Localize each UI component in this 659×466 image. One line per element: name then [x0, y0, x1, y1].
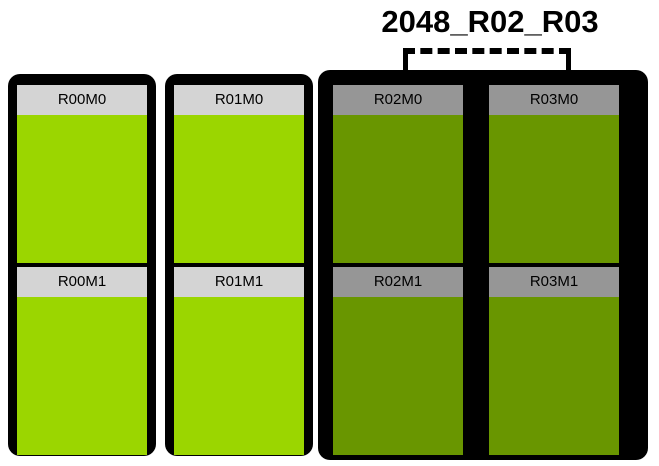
group-bracket-span [403, 48, 571, 54]
module-header-r02m0[interactable]: R02M0 [333, 85, 463, 115]
module-header-r01m0[interactable]: R01M0 [174, 85, 304, 115]
rack-group-frame-r02-r03[interactable]: R02M0 R02M1 R03M0 R03M1 [318, 70, 648, 460]
module-divider-r02 [333, 263, 463, 267]
group-title: 2048_R02_R03 [381, 4, 599, 39]
module-body-r03m0[interactable] [489, 115, 619, 263]
module-header-r01m1[interactable]: R01M1 [174, 267, 304, 297]
rack-r03[interactable]: R03M0 R03M1 [489, 85, 619, 455]
module-divider-r00 [17, 263, 147, 267]
rack-r01[interactable]: R01M0 R01M1 [174, 85, 304, 455]
module-body-r01m1[interactable] [174, 297, 304, 455]
module-body-r01m0[interactable] [174, 115, 304, 263]
rack-frame-r00[interactable]: R00M0 R00M1 [8, 74, 156, 456]
rack-r00[interactable]: R00M0 R00M1 [17, 85, 147, 455]
module-body-r02m1[interactable] [333, 297, 463, 455]
rack-r02[interactable]: R02M0 R02M1 [333, 85, 463, 455]
module-body-r02m0[interactable] [333, 115, 463, 263]
module-header-r03m1[interactable]: R03M1 [489, 267, 619, 297]
module-divider-r03 [489, 263, 619, 267]
module-header-r00m0[interactable]: R00M0 [17, 85, 147, 115]
group-bracket-leg-left [403, 48, 408, 70]
group-bracket-leg-right [566, 48, 571, 70]
rack-frame-r01[interactable]: R01M0 R01M1 [165, 74, 313, 456]
module-header-r02m1[interactable]: R02M1 [333, 267, 463, 297]
module-header-r00m1[interactable]: R00M1 [17, 267, 147, 297]
module-body-r00m1[interactable] [17, 297, 147, 455]
module-header-r03m0[interactable]: R03M0 [489, 85, 619, 115]
module-body-r03m1[interactable] [489, 297, 619, 455]
module-body-r00m0[interactable] [17, 115, 147, 263]
module-divider-r01 [174, 263, 304, 267]
